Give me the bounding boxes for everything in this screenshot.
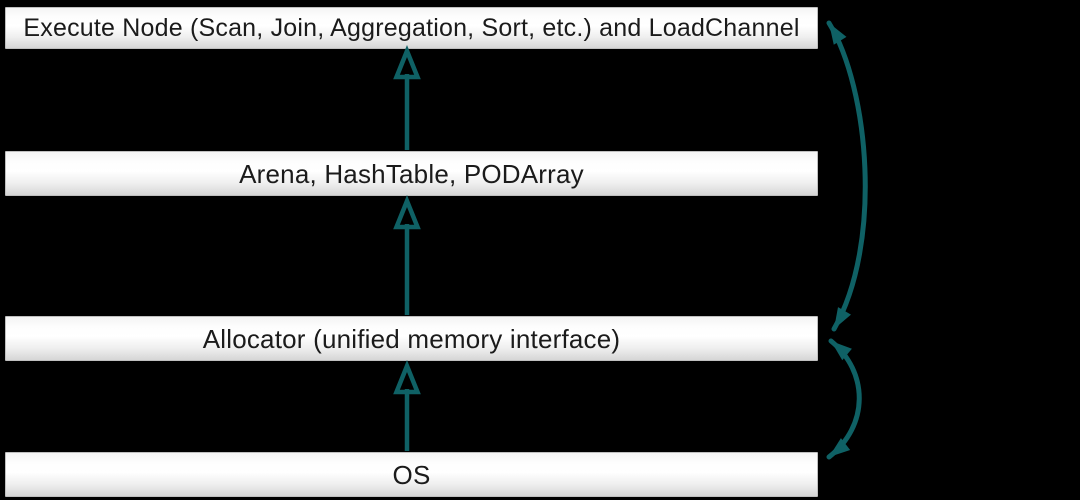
layer-label-os: OS xyxy=(392,459,431,490)
curved-arrow-allocator-os xyxy=(826,338,862,460)
up-arrow-allocator-to-arena xyxy=(393,194,421,315)
layer-bar-allocator: Allocator (unified memory interface) xyxy=(5,316,818,361)
arrowhead-upleft-icon xyxy=(829,23,847,45)
up-arrow-os-to-allocator xyxy=(393,359,421,451)
arrowhead-up-icon xyxy=(393,194,421,230)
layer-bar-arena-hashtable-podarray: Arena, HashTable, PODArray xyxy=(5,151,818,196)
curved-arrow-line xyxy=(826,20,868,332)
layer-bar-execute-node: Execute Node (Scan, Join, Aggregation, S… xyxy=(5,7,818,49)
layer-label-execute-node: Execute Node (Scan, Join, Aggregation, S… xyxy=(23,13,800,42)
layer-bar-os: OS xyxy=(5,452,818,497)
arrowhead-up-icon xyxy=(393,44,421,80)
arrowhead-downleft-icon xyxy=(834,307,851,329)
curved-arrow-execute-node-allocator xyxy=(826,20,868,332)
curved-arrow-line xyxy=(826,338,862,460)
arrowhead-up-icon xyxy=(393,359,421,395)
up-arrow-arena-to-execute-node xyxy=(393,44,421,150)
layer-label-allocator: Allocator (unified memory interface) xyxy=(202,323,621,354)
arrowhead-upleft-icon xyxy=(831,341,852,361)
layer-label-arena-hashtable-podarray: Arena, HashTable, PODArray xyxy=(239,158,584,189)
arrowhead-downleft-icon xyxy=(829,438,851,457)
